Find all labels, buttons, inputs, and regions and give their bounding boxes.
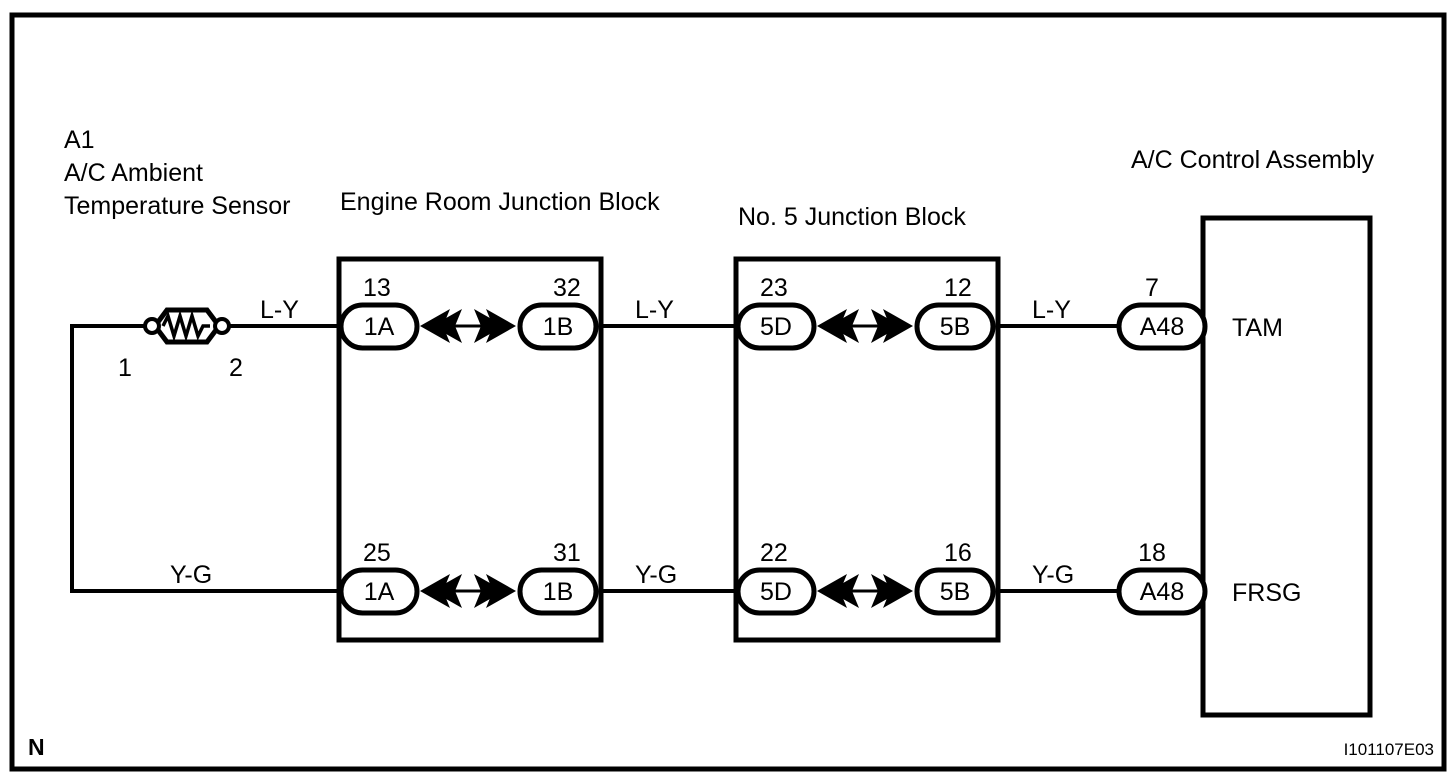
erjb-top-right-connector-label: 1B <box>543 313 574 341</box>
erjb-top-left-connector <box>338 302 420 351</box>
ac-control-assembly-box <box>1200 215 1373 718</box>
jb5-top-link-arrows <box>817 309 913 343</box>
ecu-terminal-frsg-label: FRSG <box>1232 579 1301 607</box>
jb5-top-right-connector <box>914 302 996 351</box>
erjb-top-right-connector <box>517 302 599 351</box>
jb5-bottom-right-connector-label: 5B <box>940 578 971 606</box>
wire-sensor-return-loop <box>70 324 340 593</box>
ecu-bottom-connector-label: A48 <box>1140 578 1184 606</box>
ecu-terminal-tam-label: TAM <box>1232 314 1283 342</box>
jb5-bottom-left-pin: 22 <box>760 539 788 567</box>
ecu-bottom-pin: 18 <box>1138 539 1166 567</box>
thermistor-icon <box>143 307 231 345</box>
erjb-bottom-left-connector-label: 1A <box>364 578 395 606</box>
ecu-bottom-connector <box>1116 567 1208 616</box>
sensor-code-label: A1 <box>64 126 95 154</box>
erjb-top-link-arrows <box>420 309 516 343</box>
jb5-bottom-left-connector <box>735 567 817 616</box>
figure-code: I101107E03 <box>1344 740 1434 759</box>
erjb-bottom-right-pin: 31 <box>553 539 581 567</box>
wire-label-top-3: L-Y <box>1032 296 1071 324</box>
erjb-bottom-right-connector <box>517 567 599 616</box>
engine-room-junction-block-title: Engine Room Junction Block <box>340 188 660 216</box>
erjb-bottom-left-pin: 25 <box>363 539 391 567</box>
wire-label-bottom-3: Y-G <box>1032 561 1074 589</box>
ecu-top-connector-label: A48 <box>1140 313 1184 341</box>
erjb-bottom-right-connector-label: 1B <box>543 578 574 606</box>
sensor-pin-2-label: 2 <box>229 354 243 382</box>
wire-label-top-2: L-Y <box>635 296 674 324</box>
jb5-top-right-connector-label: 5B <box>940 313 971 341</box>
corner-marker-n: N <box>28 734 45 760</box>
thermistor-terminal-left <box>143 317 161 335</box>
wire-label-top-1: L-Y <box>260 296 299 324</box>
erjb-top-right-pin: 32 <box>553 274 581 302</box>
sensor-pin-1-label: 1 <box>118 354 132 382</box>
jb5-bottom-link-arrows <box>817 574 913 608</box>
jb5-bottom-right-pin: 16 <box>944 539 972 567</box>
jb5-top-left-pin: 23 <box>760 274 788 302</box>
erjb-bottom-link-arrows <box>420 574 516 608</box>
ecu-top-pin: 7 <box>1145 274 1159 302</box>
jb5-bottom-right-connector <box>914 567 996 616</box>
wire-label-bottom-1: Y-G <box>170 561 212 589</box>
jb5-top-left-connector <box>735 302 817 351</box>
ac-control-assembly-title: A/C Control Assembly <box>1131 146 1375 174</box>
erjb-top-left-connector-label: 1A <box>364 313 395 341</box>
wire-label-bottom-2: Y-G <box>635 561 677 589</box>
thermistor-terminal-right <box>213 317 231 335</box>
jb5-top-left-connector-label: 5D <box>760 313 792 341</box>
jb5-bottom-left-connector-label: 5D <box>760 578 792 606</box>
jb5-top-right-pin: 12 <box>944 274 972 302</box>
sensor-name-line2: Temperature Sensor <box>64 192 291 220</box>
erjb-top-left-pin: 13 <box>363 274 391 302</box>
erjb-bottom-left-connector <box>338 567 420 616</box>
page-frame <box>9 12 1447 772</box>
no5-junction-block-title: No. 5 Junction Block <box>738 203 966 231</box>
ecu-top-connector <box>1116 302 1208 351</box>
sensor-name-line1: A/C Ambient <box>64 159 203 187</box>
